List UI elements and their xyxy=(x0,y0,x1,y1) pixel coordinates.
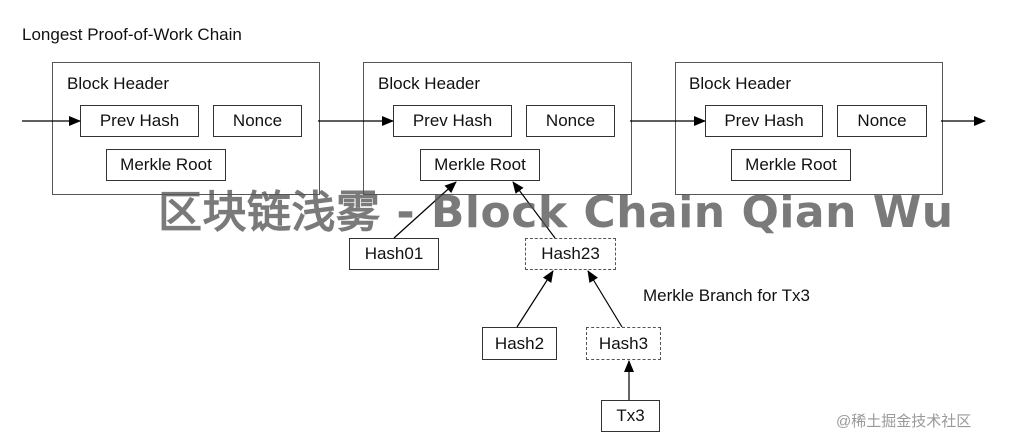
hash3-node: Hash3 xyxy=(586,327,661,360)
hash01-node: Hash01 xyxy=(349,238,439,270)
block-1-merkle-root: Merkle Root xyxy=(106,149,226,181)
block-3-nonce: Nonce xyxy=(837,105,927,137)
source-credit: @稀土掘金技术社区 xyxy=(836,413,972,430)
block-2-prev-hash: Prev Hash xyxy=(393,105,512,137)
block-1-prev-hash: Prev Hash xyxy=(80,105,199,137)
block-2-nonce: Nonce xyxy=(526,105,615,137)
arrow-hash3-to-hash23 xyxy=(587,270,623,328)
merkle-branch-label: Merkle Branch for Tx3 xyxy=(643,286,810,305)
hash2-node: Hash2 xyxy=(482,327,557,360)
block-2-header-label: Block Header xyxy=(378,74,481,93)
hash23-node: Hash23 xyxy=(525,238,616,270)
arrow-hash23-to-merkle-root xyxy=(512,181,556,239)
tx3-node: Tx3 xyxy=(601,400,660,432)
block-1-nonce: Nonce xyxy=(213,105,302,137)
diagram-title: Longest Proof-of-Work Chain xyxy=(22,25,242,44)
block-1-header-label: Block Header xyxy=(67,74,170,93)
block-3-prev-hash: Prev Hash xyxy=(705,105,823,137)
watermark-text: 区块链浅雾 - Block Chain Qian Wu xyxy=(158,187,954,238)
block-2-merkle-root: Merkle Root xyxy=(420,149,540,181)
arrow-hash2-to-hash23 xyxy=(516,270,554,328)
arrow-hash01-to-merkle-root xyxy=(393,181,457,239)
block-3-merkle-root: Merkle Root xyxy=(731,149,851,181)
block-3-header-label: Block Header xyxy=(689,74,792,93)
